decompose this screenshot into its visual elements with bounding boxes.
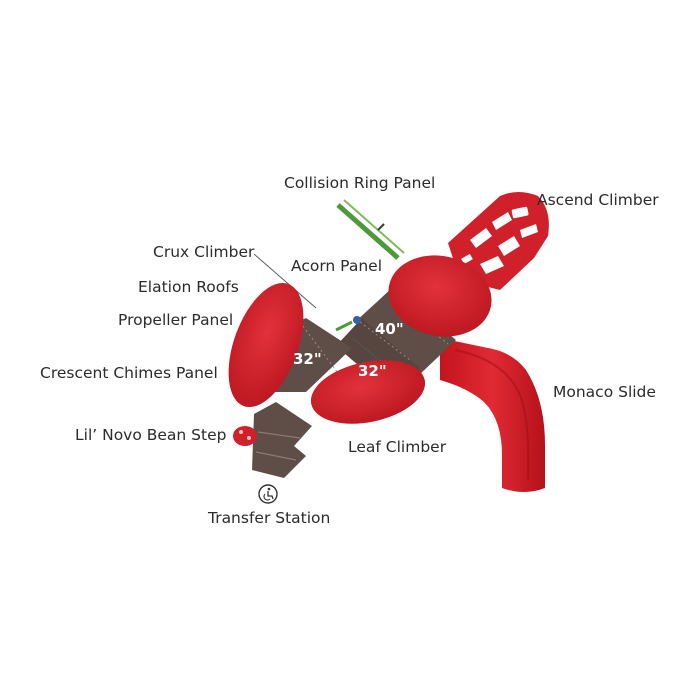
roof-leaf bbox=[310, 360, 426, 424]
label-leaf-climber: Leaf Climber bbox=[348, 438, 447, 456]
collision-ring-panel bbox=[336, 199, 405, 260]
leader-lines bbox=[253, 253, 383, 363]
label-monaco-slide: Monaco Slide bbox=[553, 383, 656, 401]
roof-right bbox=[388, 255, 492, 337]
label-transfer-station: Transfer Station bbox=[208, 509, 331, 527]
label-crux-climber: Crux Climber bbox=[153, 243, 255, 261]
transfer-station-deck bbox=[252, 402, 312, 478]
label-ascend-climber: Ascend Climber bbox=[537, 191, 659, 209]
label-collision-ring-panel: Collision Ring Panel bbox=[284, 174, 436, 192]
label-lil-novo-bean-step: Lil’ Novo Bean Step bbox=[75, 426, 227, 444]
label-crescent-chimes-panel: Crescent Chimes Panel bbox=[40, 364, 218, 382]
accessibility-icon bbox=[258, 484, 278, 504]
right-deck-size: 40" bbox=[375, 320, 404, 338]
label-acorn-panel: Acorn Panel bbox=[291, 257, 383, 275]
ascend-climber bbox=[448, 192, 549, 290]
label-propeller-panel: Propeller Panel bbox=[118, 311, 234, 329]
deck-right bbox=[355, 288, 456, 376]
center-deck-size: 32" bbox=[358, 362, 387, 380]
left-deck-size: 32" bbox=[293, 350, 322, 368]
monaco-slide bbox=[440, 338, 545, 492]
connector-post bbox=[353, 316, 361, 324]
roof-left bbox=[228, 282, 304, 408]
lil-novo-bean-step bbox=[233, 426, 257, 446]
label-elation-roofs: Elation Roofs bbox=[138, 278, 239, 296]
